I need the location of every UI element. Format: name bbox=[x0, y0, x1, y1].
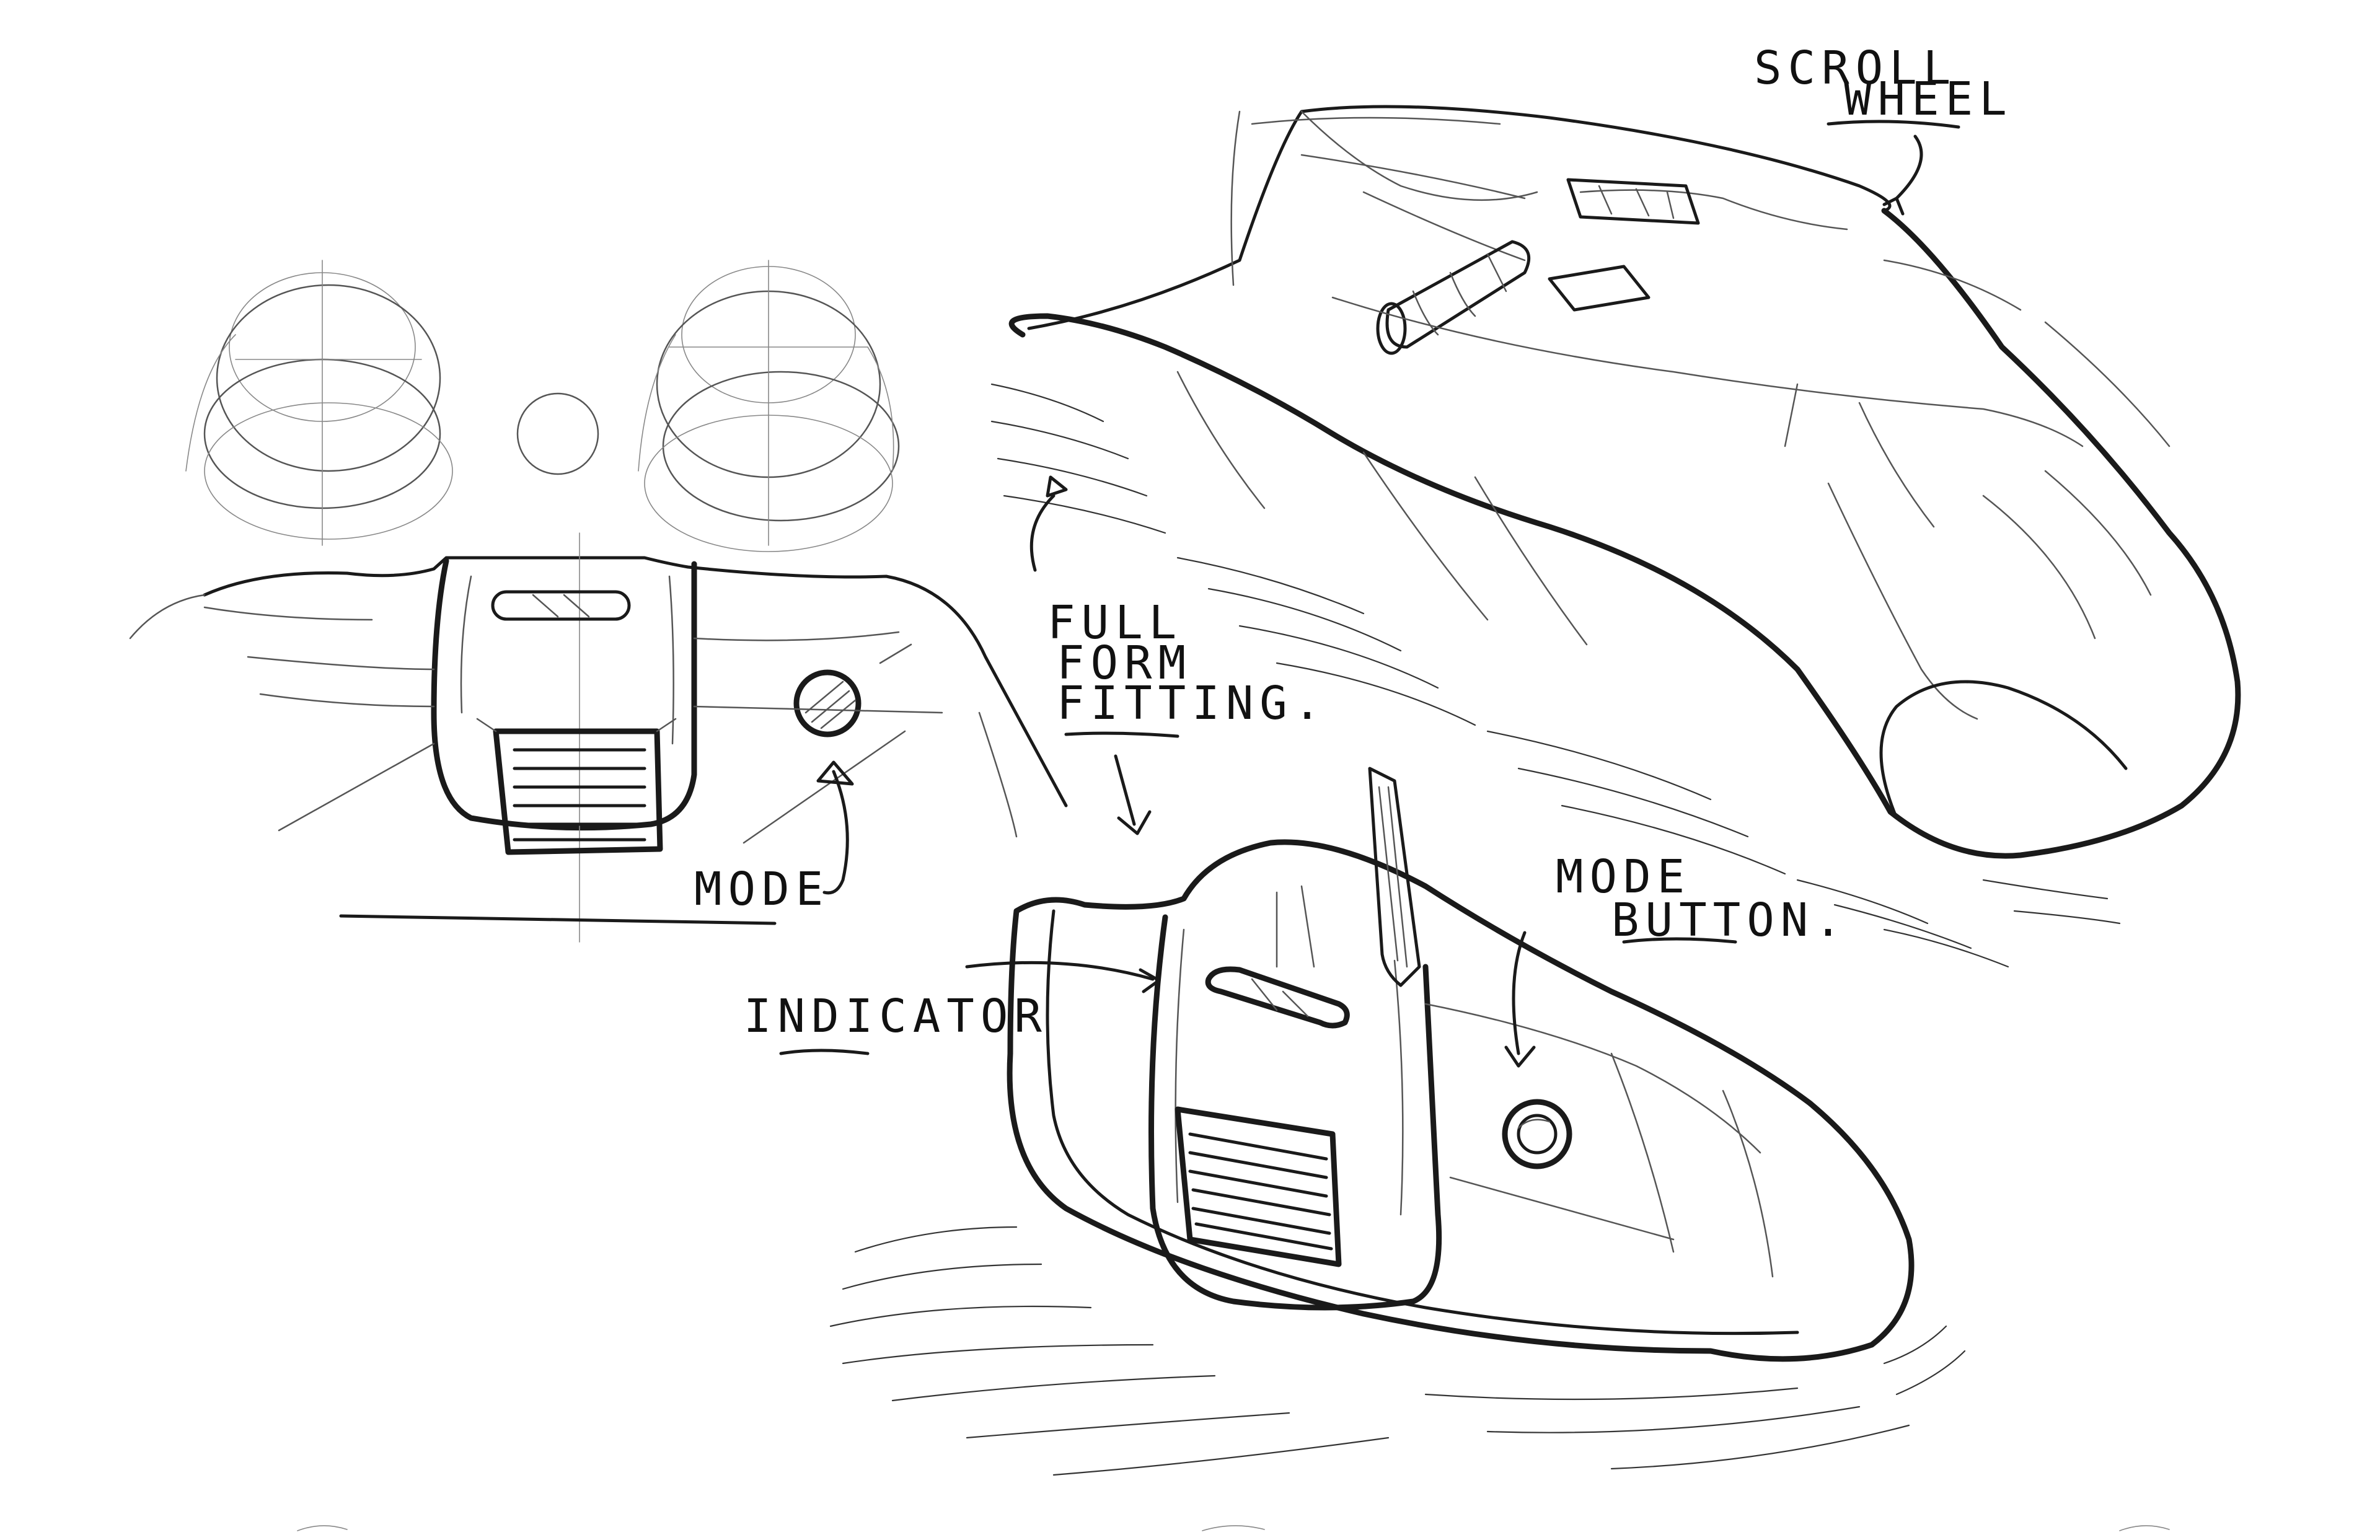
label-scroll-wheel-line2: WHEEL bbox=[1844, 73, 2013, 126]
label-mode-button-line1: MODE bbox=[1556, 850, 1691, 904]
rear-view-sketch bbox=[990, 105, 2241, 968]
label-mode: MODE bbox=[694, 863, 829, 916]
label-indicator: INDICATOR bbox=[744, 990, 1048, 1043]
label-scroll-wheel-line1: SCROLL bbox=[1754, 42, 1957, 95]
rear-view-shadow bbox=[990, 383, 2121, 968]
label-full-form-line3: FITTING. bbox=[1057, 677, 1327, 730]
label-full-form-line1: FULL bbox=[1047, 596, 1183, 649]
three-quarter-view-sketch bbox=[779, 120, 1966, 1476]
three-quarter-view-shadow bbox=[829, 1226, 1966, 1476]
front-view-sketch bbox=[129, 260, 1068, 943]
label-full-form-line2: FORM bbox=[1057, 636, 1192, 690]
label-mode-button-line2: BUTTON. bbox=[1611, 894, 1848, 947]
